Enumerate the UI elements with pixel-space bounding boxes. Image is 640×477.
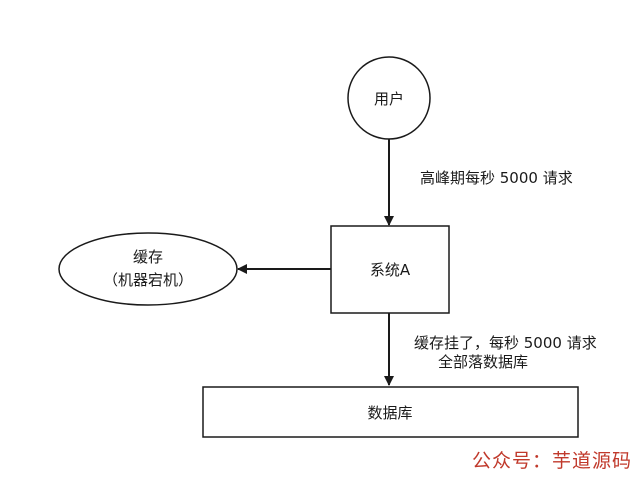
edge-system-to-db: 缓存挂了，每秒 5000 请求 全部落数据库: [384, 313, 597, 386]
database-node: 数据库: [202, 386, 579, 438]
system-node-shape: [330, 225, 450, 314]
user-node: 用户: [347, 56, 431, 140]
database-node-shape: [202, 386, 579, 438]
database-node-label: 数据库: [367, 404, 412, 422]
system-node: 系统A: [330, 225, 450, 314]
cache-node-label-line1: 缓存: [133, 248, 163, 266]
edge-system-to-db-label-line2: 全部落数据库: [438, 353, 528, 371]
edge-system-to-db-label-line1: 缓存挂了，每秒 5000 请求: [414, 334, 597, 352]
watermark-text: 公众号：芋道源码: [472, 450, 632, 472]
cache-node-label-line2: （机器宕机）: [103, 271, 193, 289]
edge-user-to-system-label: 高峰期每秒 5000 请求: [420, 169, 573, 187]
edge-user-to-system: 高峰期每秒 5000 请求: [384, 139, 573, 226]
cache-node: 缓存 （机器宕机）: [58, 232, 238, 306]
cache-node-shape: [58, 232, 238, 306]
system-node-label: 系统A: [370, 261, 411, 279]
user-node-label: 用户: [374, 90, 404, 108]
